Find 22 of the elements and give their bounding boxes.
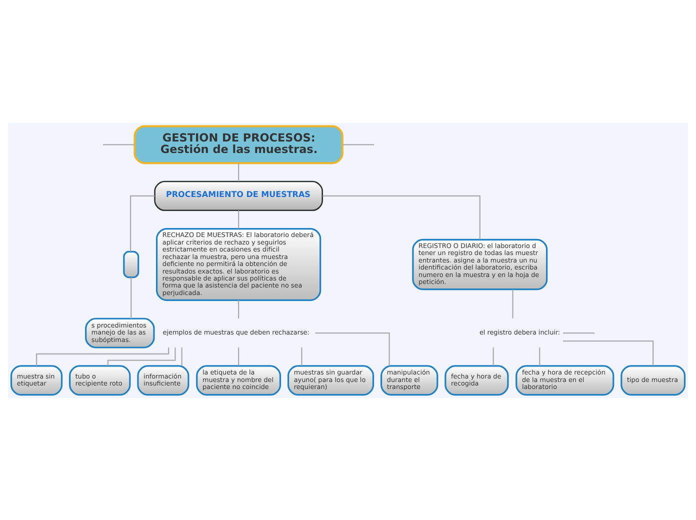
- connector: [301, 347, 302, 366]
- node-box: [123, 250, 140, 278]
- connector: [181, 347, 182, 366]
- node-box: GESTION DE PROCESOS: Gestión de las muestras.: [134, 124, 344, 164]
- connector: [539, 347, 540, 366]
- connector: [238, 347, 240, 366]
- connector: [342, 144, 374, 145]
- connector: [130, 276, 132, 318]
- connector: [512, 289, 514, 318]
- connector: [107, 347, 176, 366]
- connector: [563, 340, 654, 366]
- connector: [563, 332, 595, 334]
- connector: [103, 144, 134, 145]
- connector: [130, 194, 155, 252]
- node-box: PROCESAMIENTO DE MUESTRAS: [154, 180, 323, 211]
- connector: [315, 332, 390, 366]
- connector: [238, 300, 240, 318]
- connector: [36, 347, 170, 366]
- connector: [238, 162, 240, 181]
- connector: [492, 347, 494, 366]
- connector: [322, 194, 480, 239]
- connector: [238, 210, 240, 228]
